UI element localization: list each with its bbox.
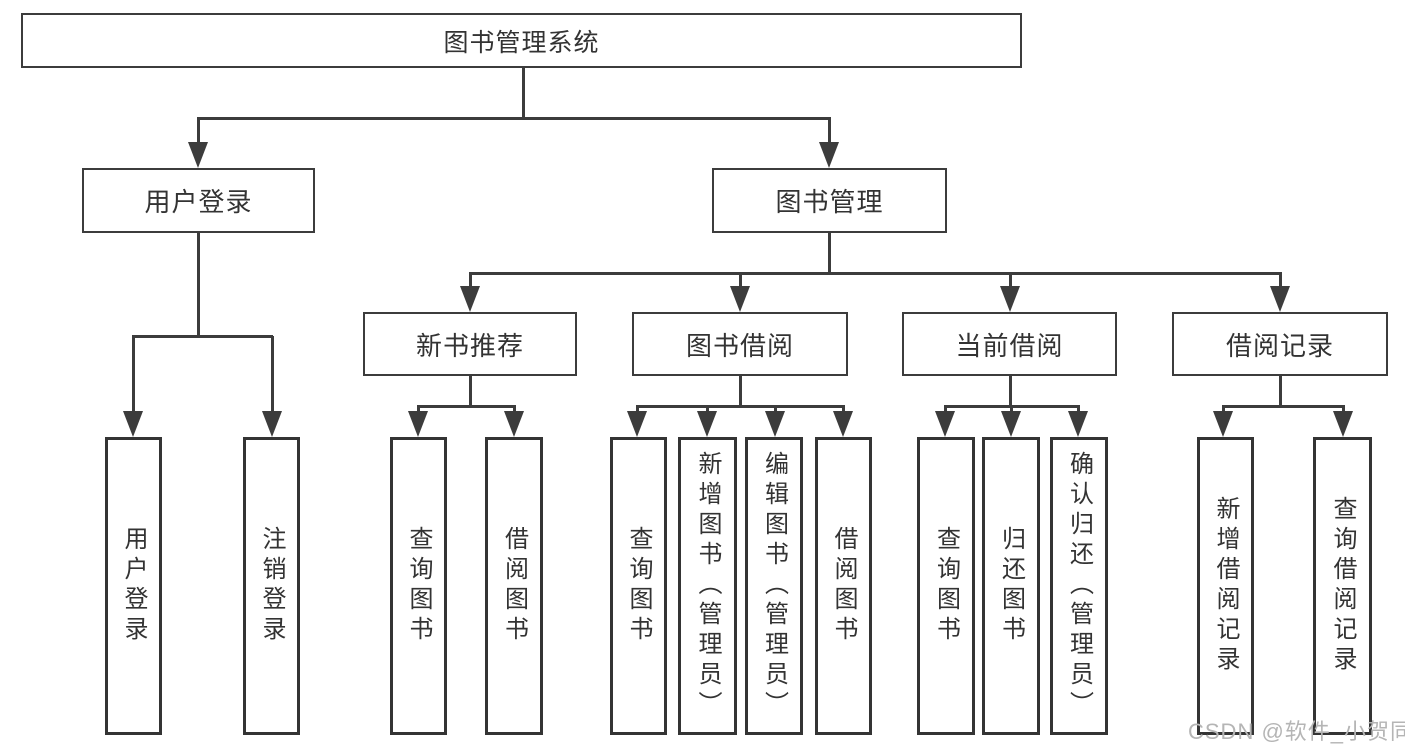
connector-line: [521, 68, 525, 118]
arrowhead-down-icon: [765, 411, 785, 437]
arrowhead-down-icon: [935, 411, 955, 437]
leaf-borrow-books: 借阅图书: [815, 437, 872, 735]
connector-line: [1008, 273, 1012, 294]
connector-line: [1076, 406, 1080, 415]
arrowhead-down-icon: [1333, 411, 1353, 437]
connector-line: [131, 336, 135, 415]
leaf-add-books-admin: 新增图书（管理员）: [678, 437, 737, 735]
connector-line: [635, 404, 845, 408]
arrowhead-down-icon: [1270, 286, 1290, 312]
arrowhead-down-icon: [697, 411, 717, 437]
connector-line: [196, 118, 200, 152]
connector-line: [468, 273, 472, 294]
node-user-login: 用户登录: [82, 168, 315, 233]
arrowhead-down-icon: [188, 142, 208, 168]
node-borrow-records: 借阅记录: [1172, 312, 1388, 376]
connector-line: [468, 271, 1282, 275]
arrowhead-down-icon: [262, 411, 282, 437]
leaf-confirm-return-admin: 确认归还（管理员）: [1050, 437, 1108, 735]
leaf-logout: 注销登录: [243, 437, 300, 735]
leaf-edit-books-admin: 编辑图书（管理员）: [745, 437, 803, 735]
connector-line: [196, 116, 831, 120]
connector-line: [738, 376, 742, 408]
connector-line: [131, 334, 273, 338]
connector-line: [635, 406, 639, 415]
arrowhead-down-icon: [1068, 411, 1088, 437]
node-current-borrow: 当前借阅: [902, 312, 1117, 376]
connector-line: [738, 273, 742, 294]
connector-line: [416, 406, 420, 415]
connector-line: [827, 118, 831, 152]
arrowhead-down-icon: [1213, 411, 1233, 437]
watermark: CSDN @软件_小贺同学: [1188, 719, 1405, 744]
node-book-borrow: 图书借阅: [632, 312, 848, 376]
connector-line: [705, 406, 709, 415]
connector-line: [1009, 406, 1013, 415]
connector-line: [512, 406, 516, 415]
leaf-query-books-current: 查询图书: [917, 437, 975, 735]
leaf-query-books-borrow: 查询图书: [610, 437, 667, 735]
connector-line: [1278, 273, 1282, 294]
connector-line: [943, 404, 1080, 408]
connector-line: [196, 233, 200, 336]
arrowhead-down-icon: [1000, 286, 1020, 312]
leaf-return-books: 归还图书: [982, 437, 1040, 735]
arrowhead-down-icon: [504, 411, 524, 437]
connector-line: [1341, 406, 1345, 415]
connector-line: [270, 336, 274, 415]
arrowhead-down-icon: [833, 411, 853, 437]
connector-line: [827, 233, 831, 275]
leaf-user-login: 用户登录: [105, 437, 162, 735]
arrowhead-down-icon: [460, 286, 480, 312]
leaf-query-borrow-record: 查询借阅记录: [1313, 437, 1372, 735]
connector-line: [1278, 376, 1282, 408]
arrowhead-down-icon: [123, 411, 143, 437]
connector-line: [1221, 406, 1225, 415]
arrowhead-down-icon: [408, 411, 428, 437]
connector-line: [1221, 404, 1345, 408]
arrowhead-down-icon: [730, 286, 750, 312]
connector-line: [943, 406, 947, 415]
leaf-query-books-recommend: 查询图书: [390, 437, 447, 735]
arrowhead-down-icon: [819, 142, 839, 168]
connector-line: [841, 406, 845, 415]
arrowhead-down-icon: [1001, 411, 1021, 437]
leaf-borrow-books-recommend: 借阅图书: [485, 437, 543, 735]
arrowhead-down-icon: [627, 411, 647, 437]
connector-line: [468, 376, 472, 408]
connector-line: [773, 406, 777, 415]
node-new-book-recommend: 新书推荐: [363, 312, 577, 376]
leaf-add-borrow-record: 新增借阅记录: [1197, 437, 1254, 735]
connector-line: [416, 404, 516, 408]
node-root: 图书管理系统: [21, 13, 1022, 68]
node-book-management: 图书管理: [712, 168, 947, 233]
connector-line: [1008, 376, 1012, 408]
